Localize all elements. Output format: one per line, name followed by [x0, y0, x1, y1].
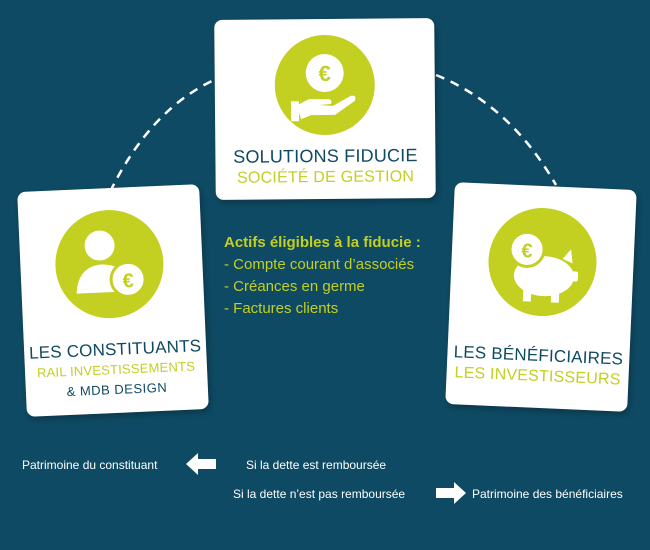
- svg-text:€: €: [521, 240, 533, 262]
- debt-unpaid-condition: Si la dette n’est pas remboursée: [233, 487, 406, 501]
- center-card-subtitle: SOCIÉTÉ DE GESTION: [237, 168, 415, 187]
- asset-item: - Créances en germe: [224, 278, 365, 295]
- svg-text:€: €: [318, 61, 330, 86]
- debt-repaid-condition: Si la dette est remboursée: [246, 458, 387, 472]
- svg-text:€: €: [122, 270, 134, 292]
- arrow-left-icon: [186, 453, 216, 475]
- asset-item: - Compte courant d’associés: [224, 256, 415, 273]
- constituant-patrimony-label: Patrimoine du constituant: [22, 458, 158, 472]
- center-card-title: SOLUTIONS FIDUCIE: [233, 145, 418, 167]
- euro-hand-icon: €: [274, 34, 376, 136]
- beneficiaires-card: € LES BÉNÉFICIAIRES LES INVESTISSEURS: [445, 182, 637, 412]
- left-card-subtitle-line2: & MDB DESIGN: [66, 379, 168, 400]
- piggy-bank-euro-icon: €: [486, 205, 599, 319]
- assets-heading: Actifs éligibles à la fiducie :: [224, 234, 421, 251]
- person-euro-icon: €: [53, 207, 166, 321]
- constituants-card: € LES CONSTITUANTS RAIL INVESTISSEMENTS …: [17, 184, 209, 417]
- solutions-fiducie-card: € SOLUTIONS FIDUCIE SOCIÉTÉ DE GESTION: [214, 18, 436, 200]
- asset-item: - Factures clients: [224, 300, 339, 317]
- beneficiaries-patrimony-label: Patrimoine des bénéficiaires: [472, 487, 623, 501]
- arrow-right-icon: [436, 482, 466, 504]
- eligible-assets: Actifs éligibles à la fiducie : - Compte…: [224, 232, 421, 320]
